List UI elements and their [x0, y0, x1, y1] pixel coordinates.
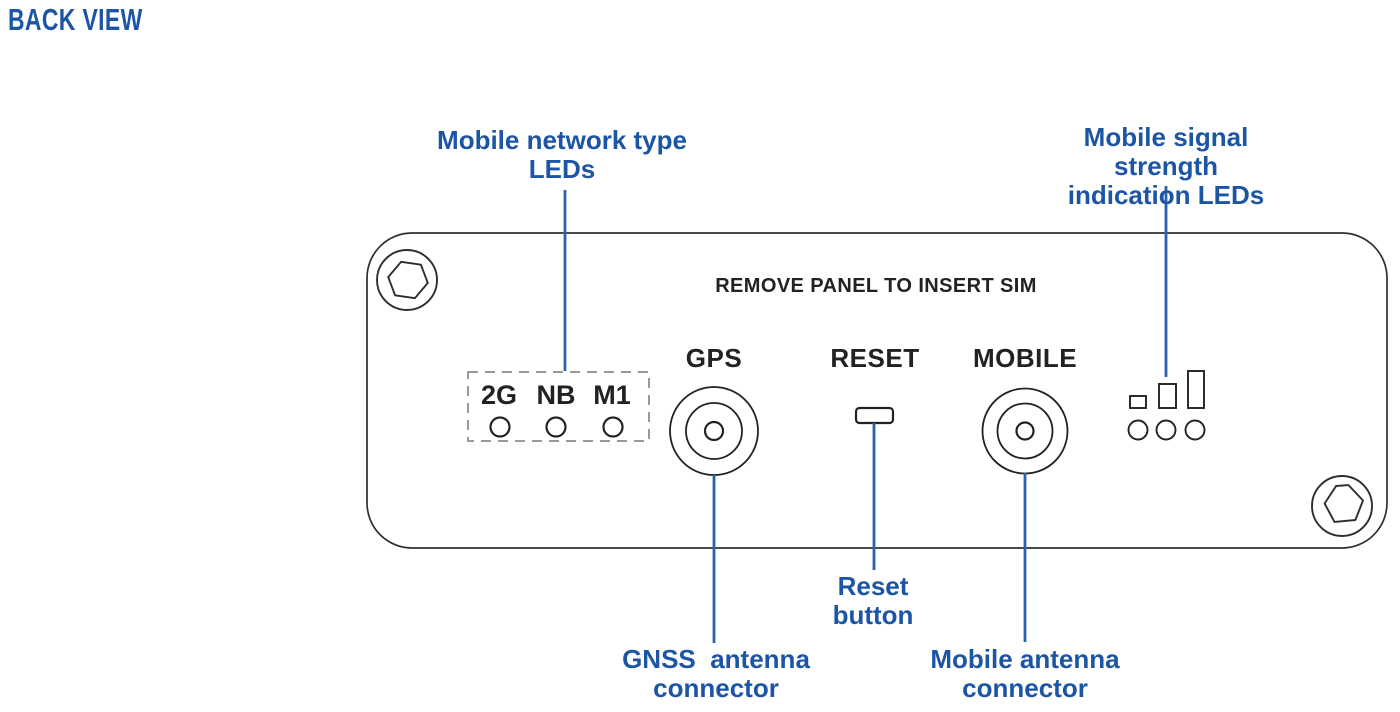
signal-strength-led-circles [1127, 419, 1206, 441]
gps-port-label: GPS [685, 343, 743, 373]
led-label-nb: NB [536, 380, 576, 410]
hex-screw-top-left-icon [376, 249, 438, 311]
led-label-m1: M1 [593, 380, 631, 410]
device-panel-outline [366, 232, 1388, 549]
reset-port-label: RESET [830, 343, 920, 373]
led-label-2g: 2G [480, 380, 518, 410]
network-type-led-circles [489, 416, 624, 438]
mobile-port-label: MOBILE [972, 343, 1078, 373]
sim-notice-text: REMOVE PANEL TO INSERT SIM [715, 275, 1037, 297]
mobile-antenna-connector-icon [981, 387, 1069, 475]
annotation-reset-button: Reset button [832, 571, 914, 630]
signal-strength-bars-icon [1129, 370, 1205, 409]
annotation-mobile-connector: Mobile antenna connector [930, 644, 1120, 703]
hex-screw-bottom-right-icon [1311, 475, 1373, 537]
page-title: BACK VIEW [8, 2, 143, 37]
led-nb-icon [545, 416, 567, 438]
annotation-network-leds: Mobile network type LEDs [437, 125, 687, 184]
annotation-gnss-connector: GNSS antenna connector [622, 644, 810, 703]
led-2g-icon [489, 416, 511, 438]
annotation-leader-lines [563, 186, 1168, 643]
led-m1-icon [602, 416, 624, 438]
network-leds-dashed-box [467, 371, 650, 442]
annotation-signal-leds: Mobile signal strength indication LEDs [1067, 122, 1265, 210]
